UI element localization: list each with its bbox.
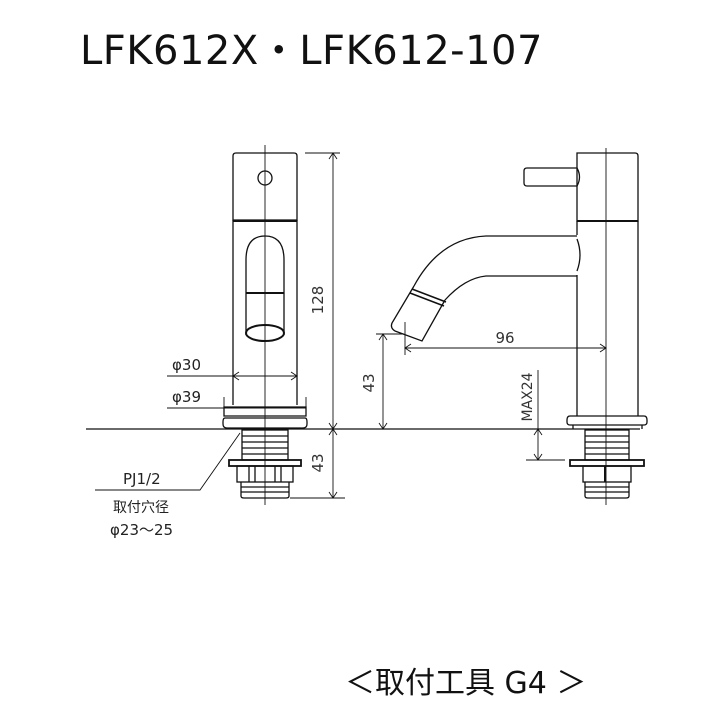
thread-callout: PJ1/2 bbox=[123, 470, 161, 488]
front-dimensions bbox=[95, 152, 345, 499]
dim-phi39: φ39 bbox=[172, 388, 201, 406]
side-dimensions bbox=[376, 322, 607, 461]
dim-43-side: 43 bbox=[360, 373, 378, 392]
dim-128: 128 bbox=[309, 286, 327, 315]
hole-label: 取付穴径 bbox=[113, 500, 169, 516]
dim-phi30: φ30 bbox=[172, 356, 201, 374]
page-title: LFK612X・LFK612-107 bbox=[80, 28, 543, 74]
dim-max24: MAX24 bbox=[520, 372, 536, 421]
hole-range: φ23～25 bbox=[110, 521, 174, 539]
dim-43-front: 43 bbox=[309, 453, 327, 472]
dim-96: 96 bbox=[495, 329, 514, 347]
front-view bbox=[222, 145, 308, 505]
mounting-tool-note: ＜取付工具 G4 ＞ bbox=[345, 666, 587, 701]
side-view bbox=[390, 148, 648, 505]
